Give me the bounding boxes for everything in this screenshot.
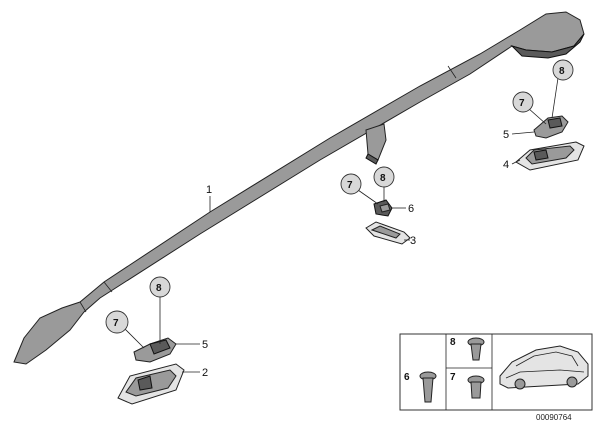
callout-nut-middle <box>340 173 362 195</box>
legend-item-8-label: 8 <box>450 337 456 348</box>
callout-screw-front <box>149 276 171 298</box>
callout-rail-label: 1 <box>206 184 212 196</box>
front-cover-group: 2 5 7 8 <box>105 276 208 405</box>
callout-nut-rear-label: 7 <box>519 98 525 109</box>
callout-screw-middle <box>373 166 395 188</box>
callout-screw-rear <box>552 59 574 81</box>
callout-holder-rear-label: 5 <box>503 129 509 141</box>
callout-screw-front-label: 8 <box>156 283 162 294</box>
callout-screw-middle-label: 8 <box>380 173 386 184</box>
callout-holder-front-label: 5 <box>202 339 208 351</box>
callout-cover-middle-label: 3 <box>410 235 416 247</box>
callout-screw-rear-label: 8 <box>559 66 565 77</box>
legend-box: 8 6 7 <box>399 333 593 411</box>
bolt-icon <box>419 371 437 403</box>
callout-cover-rear-label: 4 <box>503 159 509 171</box>
callout-nut-front <box>105 310 129 334</box>
legend-item-7-label: 7 <box>450 372 456 383</box>
legend-item-6-label: 6 <box>404 372 410 383</box>
callout-nut-front-label: 7 <box>113 318 119 329</box>
car-silhouette-icon <box>499 345 589 390</box>
callout-holder-middle-label: 6 <box>408 203 414 215</box>
callout-cover-front-label: 2 <box>202 367 208 379</box>
middle-cover-group: 3 6 7 8 <box>340 166 416 247</box>
document-number: 00090764 <box>536 413 572 422</box>
callout-nut-middle-label: 7 <box>347 180 353 191</box>
callout-nut-rear <box>512 91 534 113</box>
rear-cover-group: 4 5 7 8 <box>503 59 585 171</box>
roof-rail <box>13 11 585 365</box>
screw-icon <box>467 337 485 361</box>
nut-icon <box>467 375 485 399</box>
